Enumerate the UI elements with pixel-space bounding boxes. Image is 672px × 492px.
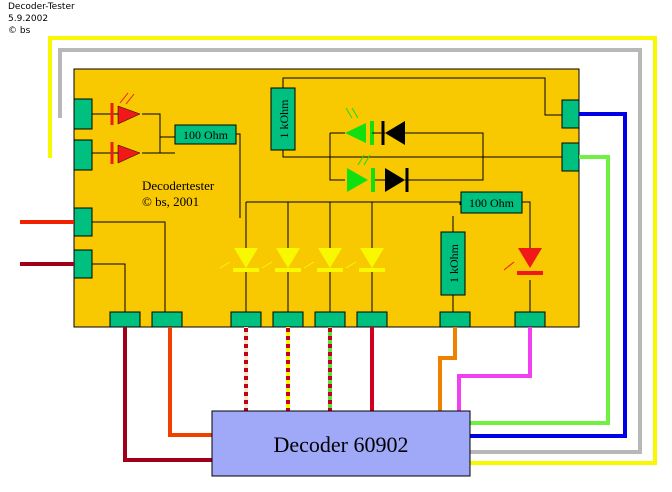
led-red-bottom xyxy=(110,142,141,164)
decoder-label: Decoder 60902 xyxy=(273,432,408,457)
wire-darkred-bottom xyxy=(123,327,213,462)
connector-left-3 xyxy=(73,207,93,237)
board-label: Decodertester xyxy=(142,178,215,193)
resistor-1k-top xyxy=(270,87,296,151)
wire-orange-right xyxy=(438,327,457,411)
resistor-1k-top-label: 1 kOhm xyxy=(277,99,291,139)
connector-bottom-3 xyxy=(230,311,262,328)
led-yellow-4 xyxy=(345,248,385,272)
wire-striped-3 xyxy=(328,327,332,411)
led-green-bottom xyxy=(347,154,375,192)
connector-right-2 xyxy=(561,142,580,172)
connector-bottom-6 xyxy=(356,311,388,328)
header-copyright: © bs xyxy=(8,26,31,36)
diode-bottom xyxy=(375,168,409,192)
led-yellow-2 xyxy=(261,248,301,272)
led-red-right xyxy=(503,248,543,275)
wire-orange-bottom xyxy=(168,327,213,437)
connector-left-1 xyxy=(73,98,93,130)
resistor-100-ohm-left-label: 100 Ohm xyxy=(183,128,229,142)
diode-top xyxy=(372,121,405,145)
resistor-100-ohm-right-label: 100 Ohm xyxy=(469,196,515,210)
wire-striped-2 xyxy=(286,327,290,411)
wire-magenta xyxy=(457,327,532,411)
connectors xyxy=(73,98,580,328)
wire-striped-1 xyxy=(244,327,248,411)
decoder-box xyxy=(211,410,471,477)
connector-bottom-2 xyxy=(151,311,183,328)
resistor-1k-mid xyxy=(440,231,466,296)
connector-left-4 xyxy=(73,249,93,279)
board-copyright: © bs, 2001 xyxy=(142,194,199,209)
wire-green xyxy=(470,155,610,425)
connector-right-1 xyxy=(561,99,580,129)
external-wires xyxy=(48,36,657,465)
connector-bottom-4 xyxy=(272,311,304,328)
internal-wiring xyxy=(92,77,562,312)
connector-left-2 xyxy=(73,139,93,171)
wire-gray xyxy=(58,48,642,454)
led-yellow-1 xyxy=(219,248,259,272)
wire-yellow xyxy=(48,36,657,465)
led-red-top xyxy=(110,92,141,125)
wire-blue xyxy=(470,112,627,438)
resistor-1k-mid-label: 1 kOhm xyxy=(447,243,461,283)
connector-bottom-8 xyxy=(514,311,546,328)
led-yellow-3 xyxy=(303,248,343,272)
resistor-100-ohm-left xyxy=(174,124,237,145)
header-title: Decoder-Tester xyxy=(8,2,75,12)
connector-bottom-5 xyxy=(314,311,346,328)
connector-bottom-1 xyxy=(109,311,141,328)
header-date: 5.9.2002 xyxy=(8,14,49,24)
resistor-100-ohm-right xyxy=(460,191,523,214)
connector-bottom-7 xyxy=(439,311,471,328)
